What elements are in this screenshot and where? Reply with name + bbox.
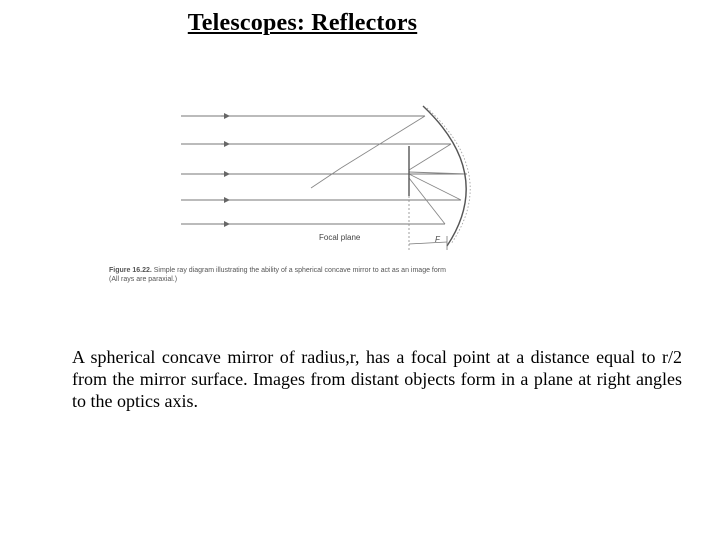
focal-plane-label: Focal plane [319,233,361,242]
figure-caption: Figure 16.22. Simple ray diagram illustr… [109,266,539,284]
reflected-ray [340,115,426,169]
ray-diagram-figure: Focal plane F Figure 16.22. Simple ray d… [95,92,535,302]
figure-caption-text: Simple ray diagram illustrating the abil… [153,267,446,274]
reflected-ray [408,173,462,201]
figure-number: Figure 16.22. [109,267,152,274]
reflected-ray [310,167,342,189]
reflected-ray [408,177,446,225]
focal-length-dimension [408,241,448,245]
reflected-ray [408,171,468,175]
figure-caption-note: (All rays are paraxial.) [109,276,178,283]
focal-length-label: F [435,235,440,244]
body-paragraph: A spherical concave mirror of radius,r, … [72,347,682,411]
ray-diagram [181,105,471,252]
reflected-ray [408,143,452,171]
mirror-hatching [426,107,471,245]
reflected-rays [310,115,468,225]
incoming-rays [181,115,467,225]
ray-arrows [221,113,230,227]
concave-mirror [422,105,467,247]
slide-title: Telescopes: Reflectors [187,10,418,36]
